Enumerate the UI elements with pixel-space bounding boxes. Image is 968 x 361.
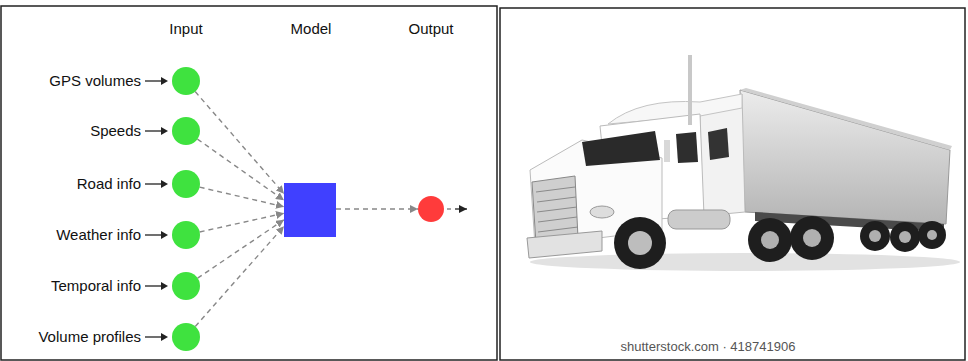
input-arrow — [145, 230, 169, 240]
data-flow-arrow — [336, 208, 418, 209]
output-dash — [447, 208, 452, 210]
input-circle — [172, 117, 200, 145]
input-arrow — [145, 281, 169, 291]
input-node: Temporal info — [51, 272, 200, 300]
input-label: Volume profiles — [38, 328, 141, 346]
arrow-shaft — [145, 80, 162, 81]
arrow-shaft — [145, 183, 162, 184]
input-node: Volume profiles — [38, 323, 200, 351]
data-flow-arrow — [195, 92, 284, 194]
panel-frame — [1, 6, 497, 360]
arrow-head — [161, 231, 168, 239]
input-label: Speeds — [90, 122, 141, 140]
input-arrow — [145, 332, 169, 342]
arrow-shaft — [145, 285, 162, 286]
wheel — [890, 222, 920, 252]
arrow-head — [161, 333, 168, 341]
input-circle — [172, 221, 200, 249]
data-flow-arrow — [197, 139, 284, 200]
model-node: Model — [270, 20, 352, 38]
column-header: Output — [391, 20, 471, 38]
headlight — [590, 206, 614, 218]
hub — [761, 231, 779, 249]
input-circle — [172, 67, 200, 95]
input-circle — [172, 170, 200, 198]
hub — [869, 230, 881, 242]
panel-frame — [500, 8, 965, 360]
input-node: GPS volumes — [49, 67, 200, 95]
hub — [927, 230, 937, 240]
arrow-head — [161, 282, 168, 290]
wheel — [614, 217, 666, 269]
window — [676, 132, 698, 163]
input-label: Road info — [77, 175, 141, 193]
hub — [899, 231, 911, 243]
column-header: Input — [169, 20, 202, 38]
windshield — [582, 131, 660, 166]
bumper — [527, 231, 602, 258]
data-flow-arrow — [195, 226, 284, 326]
exhaust-stack — [688, 55, 692, 125]
input-node: Speeds — [90, 117, 200, 145]
arrow-head — [161, 180, 168, 188]
arrow-shaft — [145, 130, 162, 131]
wheel — [790, 216, 834, 260]
input-arrow — [145, 179, 169, 189]
input-node: Weather info — [56, 221, 200, 249]
input-arrow — [145, 76, 169, 86]
truck-illustration — [527, 55, 960, 271]
trailer — [740, 90, 950, 224]
trailer-top — [740, 88, 952, 150]
arrow-shaft — [145, 234, 162, 235]
wheel — [748, 218, 792, 262]
column-header: Model — [270, 20, 352, 38]
watermark: shutterstock.com · 418741906 — [621, 338, 796, 356]
input-circle — [172, 272, 200, 300]
input-label: Temporal info — [51, 277, 141, 295]
arrow-head — [161, 77, 168, 85]
fuel-tank — [668, 210, 730, 229]
input-label: GPS volumes — [49, 72, 141, 90]
input-label: Weather info — [56, 226, 141, 244]
arrow-head — [161, 127, 168, 135]
grill-lines — [536, 187, 578, 232]
output-arrow — [455, 208, 467, 209]
input-node: Road info — [77, 170, 200, 198]
wheel — [918, 221, 946, 249]
wheel — [860, 221, 890, 251]
output-circle — [418, 196, 444, 222]
mirror — [664, 140, 670, 162]
data-flow-arrow — [200, 213, 284, 232]
input-circle — [172, 323, 200, 351]
hub — [803, 229, 821, 247]
model-square — [284, 183, 336, 237]
output-node: Output — [391, 20, 471, 38]
data-flow-arrow — [198, 220, 284, 278]
shadow — [530, 253, 960, 271]
arrow-shaft — [145, 336, 162, 337]
window — [708, 128, 729, 160]
data-flow-arrow — [200, 187, 284, 207]
input-arrow — [145, 126, 169, 136]
hub — [628, 231, 652, 255]
